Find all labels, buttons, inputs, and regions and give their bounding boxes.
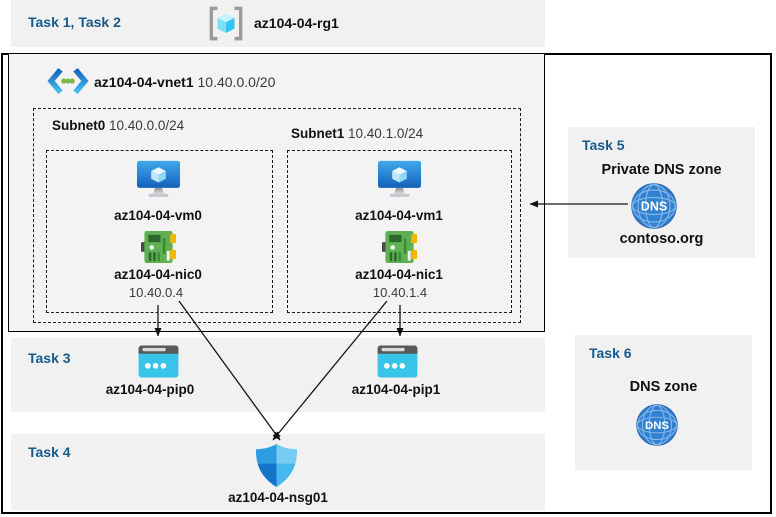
vnet-name: az104-04-vnet1: [94, 74, 194, 90]
pip1-label: az104-04-pip1: [351, 382, 441, 397]
nic1-label: az104-04-nic1: [355, 267, 443, 282]
task-6-label: Task 6: [589, 345, 632, 361]
resource-group-label: az104-04-rg1: [254, 15, 339, 31]
vm1-label: az104-04-vm1: [355, 208, 443, 223]
task-5-panel: Task 5 Private DNS zone DNS contoso.org: [568, 127, 755, 258]
task-1-2-band: Task 1, Task 2 az104-04-rg1: [11, 0, 545, 47]
vm1-icon: [377, 160, 422, 200]
nic0-ip: 10.40.0.4: [128, 285, 184, 300]
vm0-icon: [136, 160, 181, 200]
subnet0-cidr: 10.40.0.0/24: [109, 118, 185, 133]
nsg-shield-icon: [253, 443, 300, 488]
task-5-label: Task 5: [582, 137, 625, 153]
subnet1-cidr: 10.40.1.0/24: [348, 126, 424, 141]
dns-icon-text: DNS: [641, 200, 667, 214]
vm0-label: az104-04-vm0: [114, 208, 202, 223]
subnet1-name: Subnet1: [291, 126, 345, 141]
resource-group-icon: [207, 6, 245, 41]
dns-zone-icon: DNS: [636, 404, 678, 446]
dns-zone-title: DNS zone: [629, 379, 698, 395]
task-4-label: Task 4: [28, 444, 71, 460]
dns-icon-text: DNS: [645, 420, 669, 432]
vnet-cidr: 10.40.0.0/20: [197, 74, 276, 90]
subnet0-box: [46, 150, 273, 313]
task-3-label: Task 3: [28, 350, 71, 366]
private-dns-zone-icon: DNS: [631, 183, 677, 229]
subnet0-name: Subnet0: [52, 118, 106, 133]
nic1-ip: 10.40.1.4: [372, 285, 428, 300]
vnet-label: az104-04-vnet1 10.40.0.0/20: [94, 74, 275, 90]
task-4-band: Task 4 az104-04-nsg01: [11, 434, 545, 510]
subnet1-label: Subnet1 10.40.1.0/24: [291, 126, 423, 141]
pip0-icon: [138, 345, 179, 378]
nic0-label: az104-04-nic0: [114, 267, 202, 282]
subnet0-label: Subnet0 10.40.0.0/24: [52, 118, 184, 133]
nsg-label: az104-04-nsg01: [228, 490, 328, 505]
nic1-icon: [382, 229, 417, 265]
private-dns-zone-title: Private DNS zone: [601, 162, 722, 178]
pip1-icon: [377, 345, 418, 378]
vnet-icon: [46, 66, 90, 96]
task-3-band: Task 3 az104-04-pip0 az104-04-pip1: [11, 338, 545, 412]
task-6-panel: Task 6 DNS zone DNS: [575, 335, 752, 470]
private-dns-zone-name: contoso.org: [619, 231, 704, 247]
task-1-2-label: Task 1, Task 2: [28, 14, 121, 30]
vnet-box: [8, 53, 545, 332]
pip0-label: az104-04-pip0: [105, 382, 195, 397]
nic0-icon: [141, 229, 176, 265]
